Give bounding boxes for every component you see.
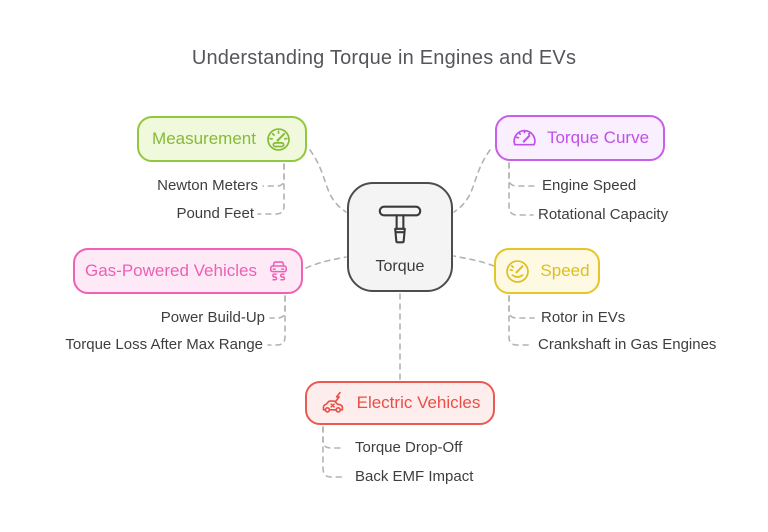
torque-wrench-icon [373,199,427,254]
node-torque-curve: Torque Curve [495,115,665,161]
gauge-dial-icon [511,125,538,152]
leaf-rotational-capacity: Rotational Capacity [538,206,669,223]
car-skid-icon [266,257,291,285]
electric-car-icon [320,391,348,416]
connector-newton-meters [262,163,285,187]
leaf-rotor-in-evs: Rotor in EVs [541,309,626,326]
page-title: Understanding Torque in Engines and EVs [191,47,577,69]
speedometer-icon [265,126,292,153]
leaf-torque-drop-off: Torque Drop-Off [355,439,463,456]
leaf-newton-meters: Newton Meters [157,177,258,194]
leaf-crankshaft-gas-engines: Crankshaft in Gas Engines [538,336,717,353]
node-speed: Speed [494,248,600,294]
connector-crankshaft [508,295,533,346]
connector-power-buildup [269,295,286,319]
connector-torque-loss [267,295,286,346]
node-gas-powered-vehicles: Gas-Powered Vehicles [73,248,303,294]
connector-engine-speed [508,162,536,187]
leaf-power-build-up: Power Build-Up [160,309,265,326]
leaf-back-emf-impact: Back EMF Impact [355,468,474,485]
leaf-engine-speed: Engine Speed [542,177,637,194]
node-label: Speed [540,261,590,280]
center-node-torque: Torque [347,182,453,292]
leaf-torque-loss: Torque Loss After Max Range [65,336,263,353]
node-label: Gas-Powered Vehicles [85,261,257,280]
connector-measurement-center [309,149,347,213]
connector-rotor-evs [508,295,535,319]
connector-torquecurve-center [453,149,491,213]
connector-torque-dropoff [322,426,345,449]
connector-rotational-capacity [508,162,534,216]
node-label: Torque Curve [546,128,650,147]
node-label: Measurement [152,129,256,148]
center-node-label: Torque [375,257,425,275]
node-measurement: Measurement [137,116,307,162]
connector-gas-center [305,256,347,269]
speed-gauge-icon [504,258,531,285]
connector-back-emf [322,426,347,478]
connector-pound-feet [257,163,285,215]
node-label: Electric Vehicles [356,393,481,412]
leaf-pound-feet: Pound Feet [176,205,254,222]
connector-speed-center [453,255,495,267]
node-electric-vehicles: Electric Vehicles [305,381,495,425]
